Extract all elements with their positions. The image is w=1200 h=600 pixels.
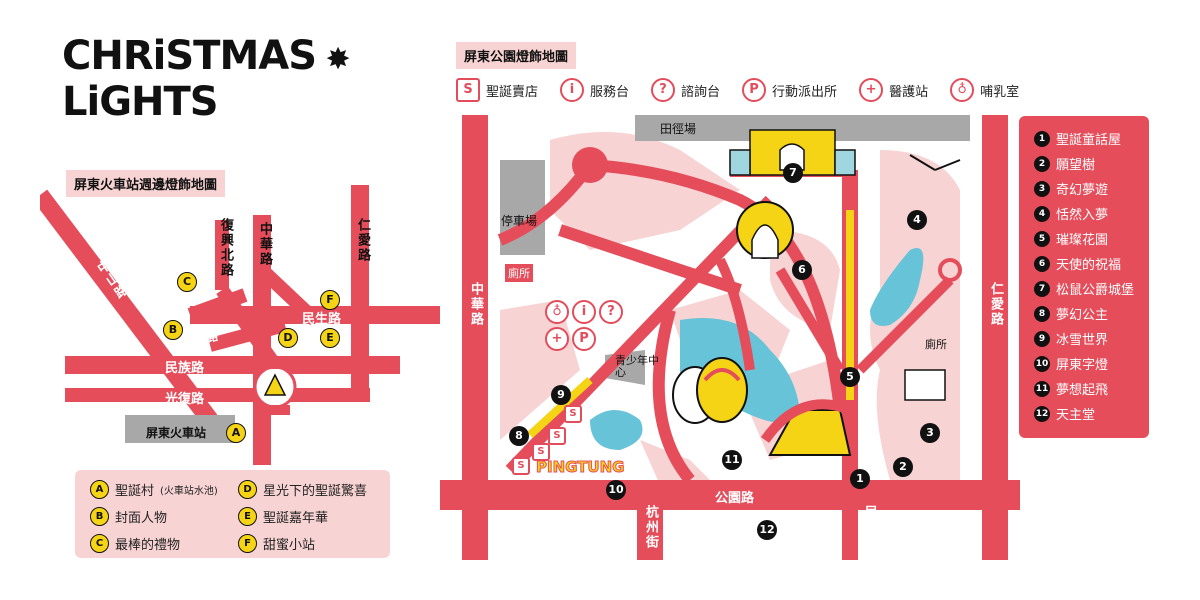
- spot-marker-8[interactable]: 8: [509, 426, 529, 446]
- road-fuxing-north: 復興北路: [218, 218, 233, 278]
- marker-e[interactable]: E: [320, 328, 340, 348]
- question-icon[interactable]: ?: [599, 300, 623, 324]
- road-gongyuan: 公園路: [715, 491, 755, 506]
- spot-marker-4[interactable]: 4: [907, 210, 927, 230]
- baby-bottle-icon: ♁: [950, 78, 975, 102]
- police-icon[interactable]: P: [572, 327, 596, 351]
- park-map-label: 屏東公園燈飾地圖: [456, 42, 577, 69]
- road-zhonghua-left: 中華路: [257, 222, 272, 267]
- parking-label: 停車場: [501, 214, 538, 228]
- s-store-icon[interactable]: S: [548, 427, 566, 445]
- field-label: 田徑場: [660, 122, 697, 136]
- facility-medical: +醫護站: [859, 78, 928, 102]
- info-icon: i: [560, 78, 585, 102]
- road-renai: 仁愛路: [988, 282, 1003, 327]
- medical-cross-icon: +: [859, 78, 884, 102]
- marker-d[interactable]: D: [278, 328, 298, 348]
- house-icon: [760, 399, 852, 456]
- baby-bottle-icon[interactable]: ♁: [545, 300, 569, 324]
- medical-cross-icon[interactable]: +: [545, 327, 569, 351]
- spot-marker-12[interactable]: 12: [757, 520, 777, 540]
- balloon-icon: [672, 357, 748, 424]
- police-icon: P: [742, 78, 767, 102]
- station-label: 屏東火車站: [146, 426, 207, 440]
- spot-marker-10[interactable]: 10: [606, 480, 626, 500]
- youth-center-label: 青少年中心: [615, 354, 659, 379]
- s-store-icon: S: [456, 78, 480, 102]
- road-minsheng: 民生路: [302, 312, 342, 327]
- road-renai-left: 仁愛路: [355, 218, 370, 263]
- station-legend-box: [75, 470, 390, 558]
- spot-marker-9[interactable]: 9: [551, 385, 571, 405]
- road-minquan: 民權路: [862, 505, 877, 550]
- facility-question: ?諮詢台: [651, 78, 720, 102]
- road-zhonghua: 中華路: [468, 282, 483, 327]
- road-guangfu: 光復路: [165, 392, 205, 407]
- road-hangzhou: 杭州街: [643, 505, 658, 550]
- s-store-icon[interactable]: S: [564, 405, 582, 423]
- station-map-roads: [40, 185, 440, 465]
- spot-marker-11[interactable]: 11: [722, 450, 742, 470]
- spot-marker-6[interactable]: 6: [792, 260, 812, 280]
- title-line1: CHRiSTMAS ✸: [62, 33, 351, 79]
- facility-cluster: ♁ i ? + P: [545, 300, 635, 351]
- spot-marker-7[interactable]: 7: [783, 163, 803, 183]
- facility-nursing: ♁哺乳室: [950, 78, 1019, 102]
- spot-marker-3[interactable]: 3: [920, 423, 940, 443]
- star-icon: ✸: [316, 42, 350, 77]
- spot-marker-2[interactable]: 2: [893, 457, 913, 477]
- s-store-icon[interactable]: S: [532, 443, 550, 461]
- pingtung-sign: PINGTUNG: [535, 458, 625, 477]
- s-store-icon[interactable]: S: [512, 457, 530, 475]
- park-map-drawing: [440, 115, 1020, 560]
- marker-c[interactable]: C: [177, 272, 197, 292]
- marker-b[interactable]: B: [163, 320, 183, 340]
- spot-marker-5[interactable]: 5: [840, 367, 860, 387]
- ornament-icon: [736, 201, 794, 259]
- snow-globe-icon: [253, 357, 297, 415]
- toilet-left: 廁所: [505, 264, 533, 282]
- question-icon: ?: [651, 78, 676, 102]
- marker-f[interactable]: F: [320, 290, 340, 310]
- toilet-right: 廁所: [925, 338, 947, 351]
- marker-a[interactable]: A: [226, 423, 246, 443]
- info-icon[interactable]: i: [572, 300, 596, 324]
- station-map-label: 屏東火車站週邊燈飾地圖: [66, 170, 226, 197]
- title-line2: LiGHTS: [62, 79, 219, 125]
- road-minzu: 民族路: [165, 361, 205, 376]
- spot-marker-1[interactable]: 1: [850, 469, 870, 489]
